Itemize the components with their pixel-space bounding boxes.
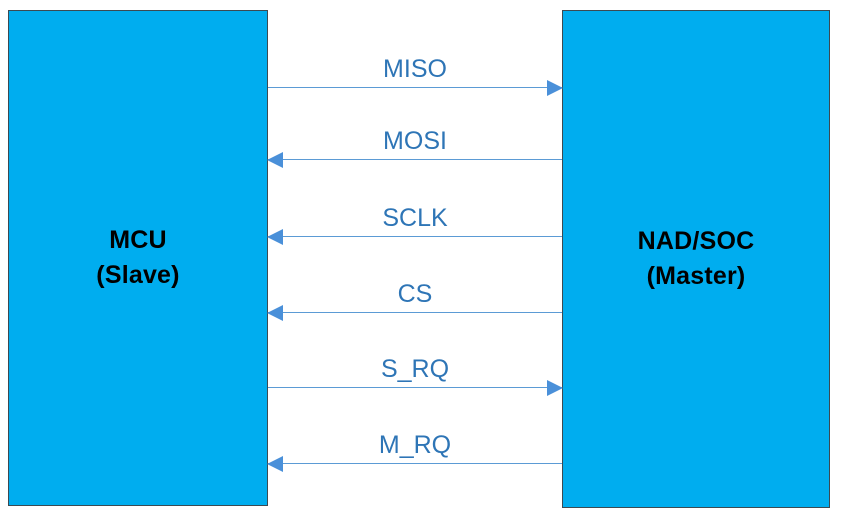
block-nad-soc-role: (Master) xyxy=(646,262,746,290)
signal-line-cs xyxy=(268,312,562,313)
block-nad-soc[interactable]: NAD/SOC (Master) xyxy=(562,10,830,508)
arrowhead-left-icon xyxy=(267,152,283,168)
arrowhead-right-icon xyxy=(547,380,563,396)
block-mcu-role: (Slave) xyxy=(96,261,180,289)
arrowhead-right-icon xyxy=(547,80,563,96)
arrowhead-left-icon xyxy=(267,305,283,321)
block-mcu-title: MCU xyxy=(109,225,167,254)
signal-label-miso: MISO xyxy=(383,55,447,83)
signal-line-miso xyxy=(268,87,562,88)
signal-label-mosi: MOSI xyxy=(383,127,447,155)
signal-label-cs: CS xyxy=(397,280,433,308)
signal-line-mosi xyxy=(268,159,562,160)
signal-label-s-rq: S_RQ xyxy=(380,355,450,383)
block-nad-soc-title: NAD/SOC xyxy=(637,226,755,255)
signal-label-m-rq: M_RQ xyxy=(378,431,452,459)
block-mcu[interactable]: MCU (Slave) xyxy=(8,10,268,506)
signal-label-sclk: SCLK xyxy=(382,204,448,232)
arrowhead-left-icon xyxy=(267,456,283,472)
arrowhead-left-icon xyxy=(267,229,283,245)
signal-line-sclk xyxy=(268,236,562,237)
signal-line-s-rq xyxy=(268,387,562,388)
signal-line-m-rq xyxy=(268,463,562,464)
